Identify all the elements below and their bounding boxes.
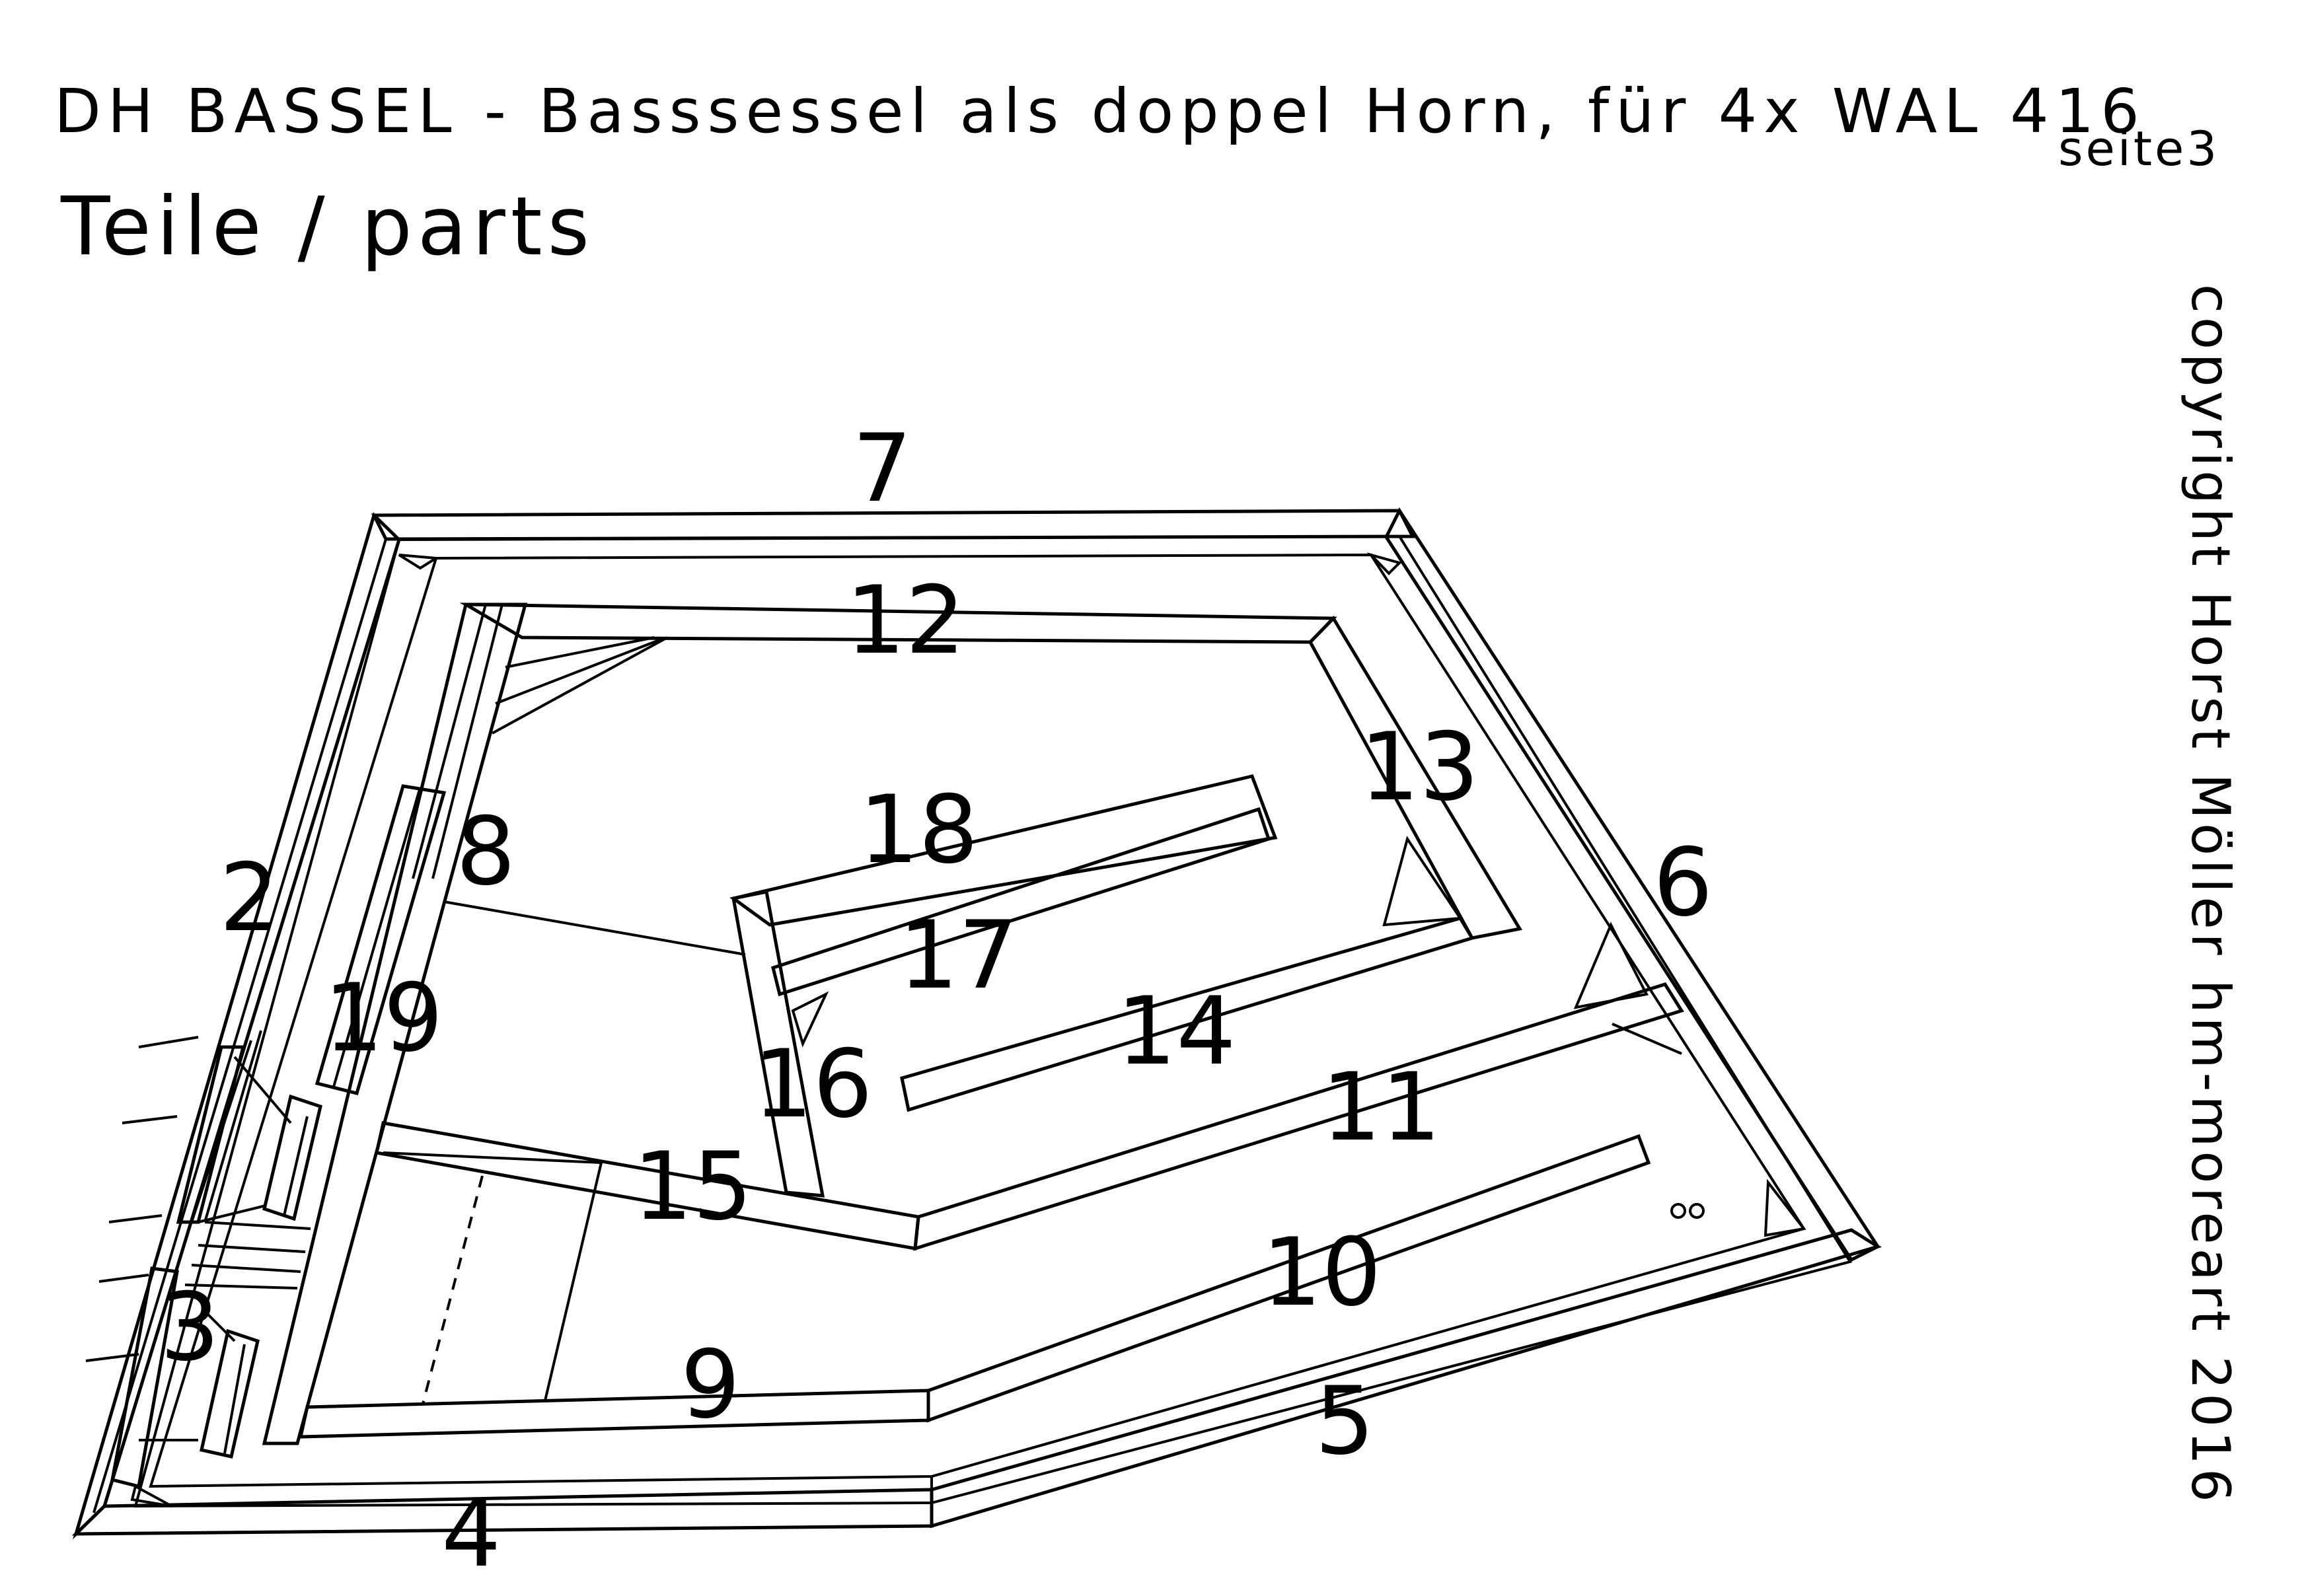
label-2: 2 bbox=[219, 844, 279, 953]
label-11: 11 bbox=[1321, 1053, 1441, 1162]
panel-11 bbox=[913, 922, 1684, 1251]
chamber-lines bbox=[383, 1151, 603, 1404]
parts-subtitle: Teile / parts bbox=[60, 180, 595, 273]
driver-upper bbox=[233, 1056, 322, 1221]
connector-8-16 bbox=[443, 900, 746, 956]
copyright-note: copyright Horst Möller hm-moreart 2016 bbox=[2180, 284, 2241, 1506]
label-9: 9 bbox=[681, 1330, 740, 1439]
inner-liner bbox=[130, 534, 1853, 1526]
label-18: 18 bbox=[859, 776, 979, 885]
label-15: 15 bbox=[633, 1132, 753, 1241]
label-17: 17 bbox=[899, 901, 1018, 1010]
panel-16 bbox=[731, 890, 829, 1198]
ribs-lower-left bbox=[85, 1036, 311, 1441]
part-labels: 7 12 13 18 17 6 8 2 19 14 16 11 15 10 3 … bbox=[160, 414, 1713, 1588]
drawing-title: DH BASSEL - Basssessel als doppel Horn, … bbox=[54, 76, 2146, 147]
panel-7 bbox=[371, 509, 1416, 541]
label-4: 4 bbox=[441, 1479, 501, 1588]
label-6: 6 bbox=[1653, 828, 1713, 937]
panel-17 bbox=[771, 807, 1271, 997]
panel-18 bbox=[729, 774, 1278, 927]
panel-4 bbox=[71, 1488, 934, 1536]
label-5: 5 bbox=[1315, 1367, 1374, 1476]
panel-6 bbox=[1384, 507, 1880, 1262]
label-8: 8 bbox=[456, 797, 515, 906]
panel-8 bbox=[262, 602, 528, 1445]
driver-lower bbox=[200, 1310, 260, 1459]
label-7: 7 bbox=[852, 414, 912, 523]
panel-19 bbox=[315, 784, 447, 1096]
label-19: 19 bbox=[324, 964, 443, 1073]
mounting-holes bbox=[1670, 1203, 1705, 1219]
label-16: 16 bbox=[753, 1030, 873, 1139]
label-10: 10 bbox=[1262, 1218, 1382, 1327]
label-14: 14 bbox=[1117, 977, 1236, 1086]
label-12: 12 bbox=[846, 566, 965, 675]
panel-2 bbox=[72, 512, 401, 1540]
brace-upper-left bbox=[492, 636, 668, 735]
label-13: 13 bbox=[1360, 713, 1479, 822]
page-label: seite3 bbox=[2058, 121, 2219, 176]
panel-14 bbox=[900, 836, 1475, 1112]
panel-9 bbox=[298, 1389, 930, 1439]
label-3: 3 bbox=[160, 1273, 219, 1382]
